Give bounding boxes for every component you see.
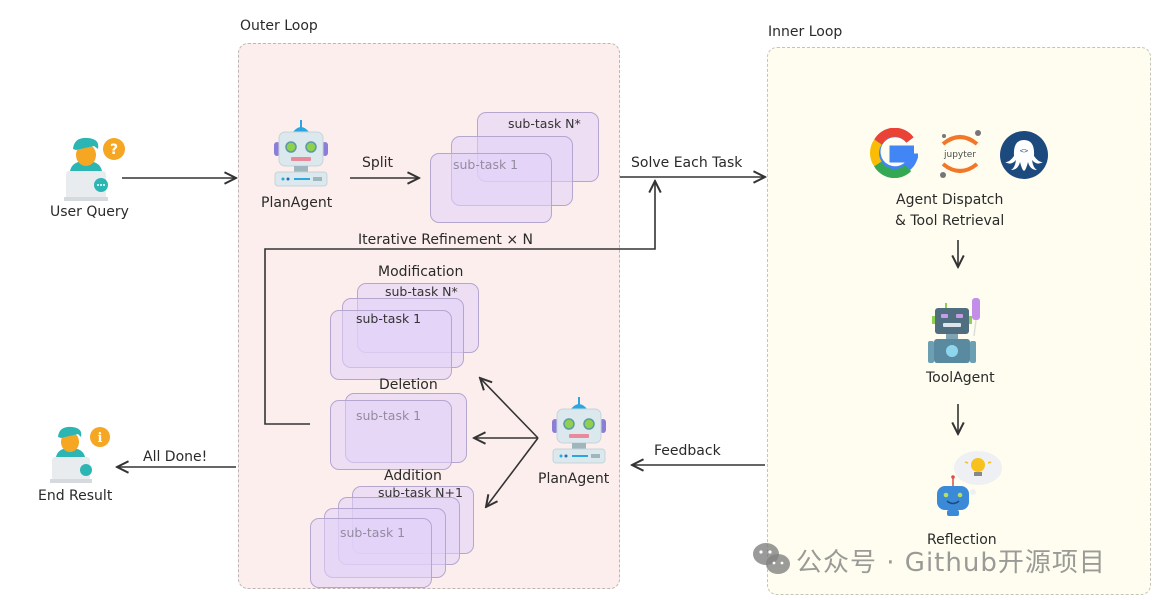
user-query-label: User Query (50, 204, 129, 220)
deletion-title: Deletion (379, 377, 438, 393)
subtask-label: sub-task 1 (356, 311, 422, 326)
svg-text:?: ? (110, 142, 118, 158)
robot-icon (274, 120, 328, 187)
subtask-label: sub-task N* (385, 284, 458, 299)
plan-agent-bottom-label: PlanAgent (538, 471, 610, 487)
iterative-refinement-loop (264, 181, 655, 425)
arrow-to-modification (480, 378, 539, 439)
octopus-icon: <> (1000, 131, 1048, 179)
outer-loop-title: Outer Loop (240, 18, 318, 34)
end-result-label: End Result (38, 488, 113, 504)
subtask-card: sub-task 1 (330, 310, 452, 380)
reflection-label: Reflection (927, 532, 997, 548)
tool-robot-icon (928, 298, 980, 363)
plan-agent-top-label: PlanAgent (261, 195, 333, 211)
agent-dispatch-label-line1: Agent Dispatch (896, 192, 1004, 208)
addition-title: Addition (384, 468, 442, 484)
split-label: Split (362, 155, 394, 171)
tool-agent-label: ToolAgent (926, 370, 995, 386)
watermark-text: 公众号 · Github开源项目 (796, 548, 1106, 578)
subtask-label: sub-task N+1 (378, 485, 463, 500)
subtask-card (310, 518, 432, 588)
modification-title: Modification (378, 264, 464, 280)
reflection-robot-icon (937, 451, 1002, 516)
arrow-to-addition (486, 437, 539, 507)
user-avatar-icon: i (50, 426, 110, 483)
iterative-refinement-label: Iterative Refinement × N (358, 232, 534, 248)
svg-text:i: i (98, 431, 103, 446)
svg-text:jupyter: jupyter (943, 150, 976, 160)
subtask-card (330, 400, 452, 470)
subtask-label: sub-task N* (508, 116, 581, 131)
svg-text:<>: <> (1020, 147, 1028, 155)
google-icon (870, 128, 918, 178)
agent-dispatch-label-line2: & Tool Retrieval (895, 213, 1005, 229)
robot-icon (552, 397, 606, 464)
solve-each-task-label: Solve Each Task (631, 155, 743, 171)
subtask-card (430, 153, 552, 223)
inner-loop-title: Inner Loop (768, 24, 843, 40)
feedback-label: Feedback (654, 443, 721, 459)
jupyter-icon: jupyter (940, 130, 981, 178)
user-avatar-icon: ? (64, 137, 125, 201)
wechat-icon (753, 543, 790, 574)
all-done-label: All Done! (143, 449, 208, 465)
